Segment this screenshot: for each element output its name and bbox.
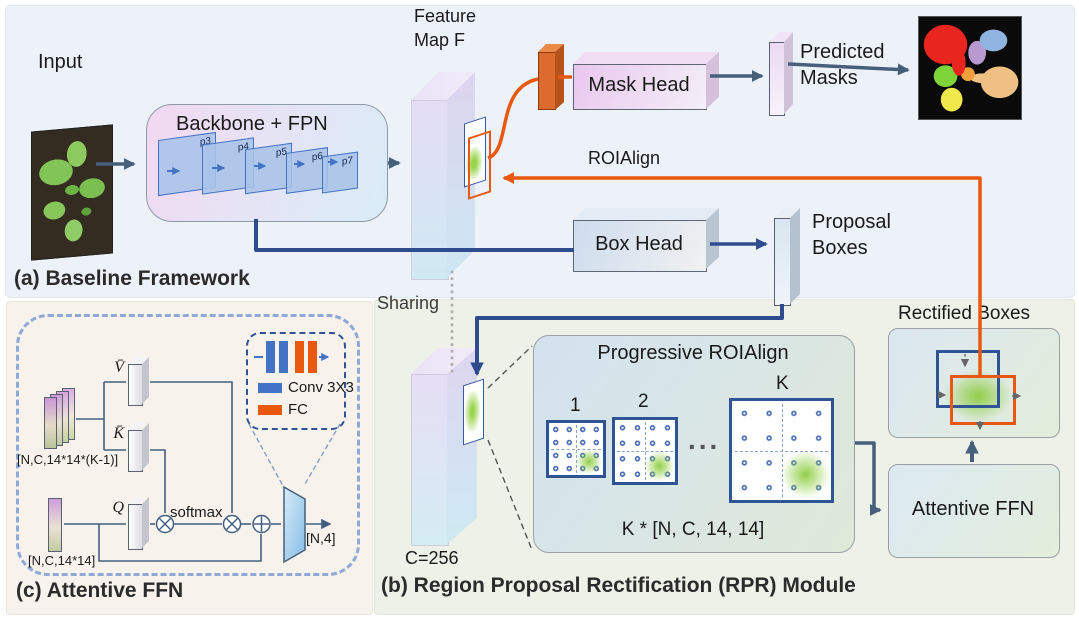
- single-shape-label: [N,C,14*14]: [28, 553, 96, 568]
- grid-2-label: 2: [638, 391, 649, 412]
- proposal-boxes-label-line1: Proposal: [812, 211, 891, 233]
- box-head-box: Box Head: [573, 208, 720, 272]
- grid-1-hline: [550, 449, 602, 450]
- proposal-slab-side: [790, 208, 800, 304]
- proposal-slab-front: [774, 218, 791, 306]
- value-slab-top: [128, 357, 148, 364]
- shared-feature-map: [411, 348, 491, 546]
- fc-legend-label: FC: [288, 401, 308, 418]
- query-slab-front: [128, 504, 143, 550]
- fc-slab-orange: [538, 44, 564, 110]
- softmax-label: softmax: [170, 504, 223, 521]
- section-b-label: (b) Region Proposal Rectification (RPR) …: [381, 574, 856, 597]
- rectified-box-outline: [950, 375, 1016, 425]
- input-label: Input: [38, 51, 83, 73]
- value-label: V̄: [114, 359, 124, 376]
- conv-fc-legend-box: [246, 332, 346, 430]
- attentive-ffn-box: [888, 464, 1060, 558]
- query-slab: [128, 497, 150, 550]
- mask-output-slab-front: [769, 42, 785, 116]
- backbone-fpn-title: Backbone + FPN: [176, 113, 328, 135]
- query-feature-slab: [48, 498, 62, 552]
- fc-legend-swatch: [258, 405, 282, 415]
- shared-feature-map-front: [411, 374, 449, 546]
- box-head-top: [573, 208, 719, 220]
- predicted-masks-image: [918, 16, 1022, 120]
- mask-output-slab-top: [769, 32, 793, 42]
- key-label: K̄: [113, 425, 124, 442]
- proposal-boxes-slab: [774, 208, 802, 306]
- roialign-label: ROIAlign: [588, 148, 661, 168]
- value-slab: [128, 357, 150, 406]
- key-slab-side: [142, 423, 149, 470]
- mask-head-front: [573, 64, 707, 110]
- mask-head-top: [573, 52, 719, 64]
- conv-legend-label: Conv 3X3: [288, 379, 354, 396]
- section-a-label: (a) Baseline Framework: [14, 267, 250, 290]
- key-slab: [128, 423, 150, 472]
- box-head-label: Box Head: [595, 233, 683, 255]
- value-slab-side: [142, 357, 149, 404]
- value-slab-front: [128, 364, 143, 406]
- stack-slab-1: [44, 397, 57, 449]
- mask-output-slab-side: [784, 32, 793, 114]
- stack-shape-label: [N,C,14*14*(K-1)]: [17, 452, 119, 467]
- fpn-level-p7: p7: [322, 151, 358, 194]
- fpn-level-p7-label: p7: [341, 155, 353, 168]
- mask-head-side: [706, 52, 719, 109]
- grids-ellipsis: ...: [688, 424, 721, 455]
- query-slab-top: [128, 497, 148, 504]
- stacked-feature-slabs: [42, 388, 82, 452]
- grid-k-hline: [734, 450, 829, 452]
- mask-head-label: Mask Head: [588, 74, 690, 96]
- mask-output-slab: [769, 32, 795, 116]
- rectified-green-blob: [944, 370, 1012, 422]
- grid-k-label: K: [776, 373, 789, 394]
- grid-2-hline: [616, 451, 674, 452]
- fc-slab-orange-top: [538, 44, 564, 52]
- feature-map-label-line1: Feature: [414, 6, 477, 26]
- conv-legend-swatch: [258, 383, 282, 393]
- grid-2-green-blob: [645, 451, 674, 481]
- input-plant-image: [31, 124, 113, 261]
- fc-slab-orange-side: [555, 44, 564, 110]
- c256-label: C=256: [405, 548, 459, 568]
- shared-roi-patch: [463, 378, 484, 446]
- fpn-level-p5: p5: [245, 142, 292, 195]
- output-shape-label: [N,4]: [306, 530, 336, 546]
- tensor-shape-label: K * [N, C, 14, 14]: [621, 519, 765, 540]
- attentive-ffn-label: Attentive FFN: [911, 498, 1035, 520]
- query-slab-side: [142, 497, 149, 548]
- fc-bar-2: [308, 341, 317, 373]
- predicted-masks-label-line2: Masks: [800, 67, 858, 89]
- roi-grid-1: [546, 420, 606, 478]
- feature-map-label-line2: Map F: [414, 30, 466, 50]
- roi-patch-orange: [468, 130, 491, 200]
- fc-bar-1: [295, 341, 304, 373]
- query-label: Q: [112, 499, 124, 516]
- shared-roi-patch-green-glow: [465, 388, 480, 434]
- grid-1-green-blob: [576, 449, 602, 474]
- key-slab-top: [128, 423, 148, 430]
- section-c-label: (c) Attentive FFN: [16, 579, 184, 602]
- attentive-ffn-diagram-border: [16, 314, 360, 576]
- conv-bar-2: [279, 341, 288, 373]
- predicted-masks-label-line1: Predicted: [800, 41, 885, 63]
- feature-map-f-front: [411, 100, 449, 280]
- roi-grid-k: [729, 398, 834, 503]
- roi-grid-2: [612, 417, 678, 485]
- sharing-label: Sharing: [377, 293, 440, 313]
- key-slab-front: [128, 430, 143, 472]
- progressive-roialign-title: Progressive ROIAlign: [597, 342, 789, 364]
- rectified-boxes-label: Rectified Boxes: [898, 303, 1031, 324]
- mask-head-box: Mask Head: [573, 52, 720, 110]
- conv-bar-1: [266, 341, 275, 373]
- fc-slab-orange-front: [538, 52, 556, 110]
- grid-1-label: 1: [570, 395, 581, 416]
- proposal-boxes-label-line2: Boxes: [812, 237, 868, 259]
- shared-feature-map-side: [447, 348, 477, 544]
- grid-k-green-blob: [781, 450, 830, 499]
